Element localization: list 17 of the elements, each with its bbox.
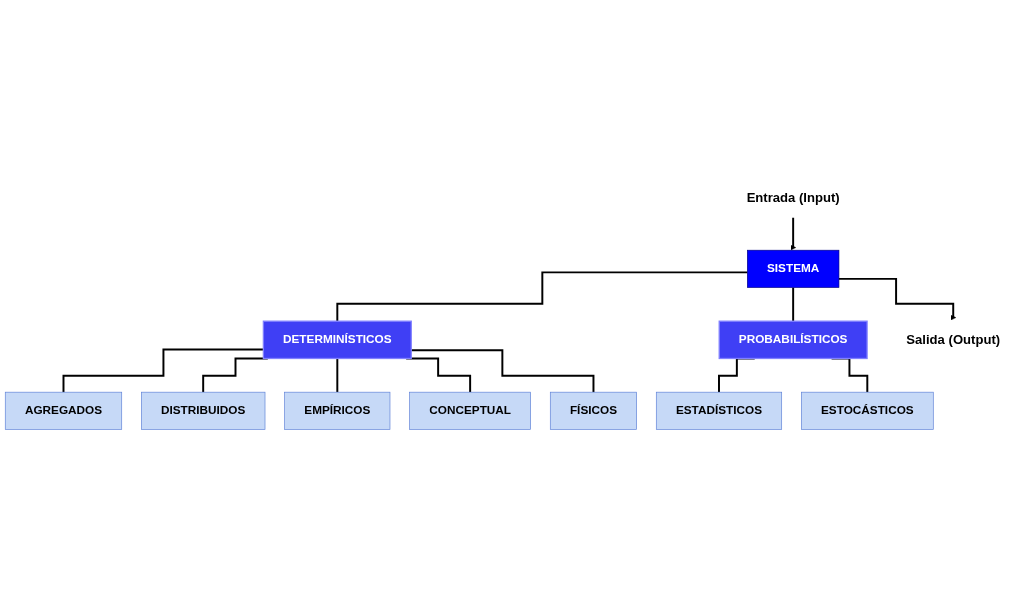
node-box: DISTRIBUIDOS — [141, 391, 266, 430]
node-box: FÍSICOS — [549, 391, 637, 430]
connector — [336, 271, 749, 322]
node-box: ESTADÍSTICOS — [655, 391, 783, 430]
node-text: Salida (Output) — [906, 332, 1001, 347]
node-box: DETERMINÍSTICOS — [262, 320, 412, 359]
node-box: CONCEPTUAL — [409, 391, 531, 430]
arrow — [790, 216, 797, 251]
node-box: ESTOCÁSTICOS — [801, 391, 934, 430]
node-box: PROBABILÍSTICOS — [718, 320, 868, 359]
node-box: AGREGADOS — [4, 391, 123, 430]
connector — [792, 286, 795, 322]
arrow — [837, 277, 957, 321]
node-text: Entrada (Input) — [746, 190, 840, 205]
connector — [336, 357, 339, 393]
node-box: SISTEMA — [747, 249, 840, 288]
node-box: EMPÍRICOS — [284, 391, 391, 430]
